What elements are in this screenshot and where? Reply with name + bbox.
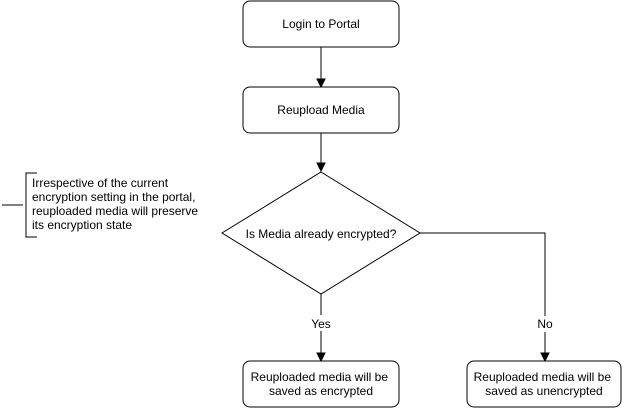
node-encrypted: Reuploaded media will be saved as encryp… [242, 360, 400, 408]
edge-decision-to-unencrypted: No [420, 232, 556, 363]
node-unencrypted-label: Reuploaded media will be saved as unencr… [474, 370, 615, 398]
annotation-line-1: Irrespective of the current [32, 176, 169, 190]
node-unencrypted-line-2: saved as unencrypted [485, 384, 602, 398]
annotation-line-2: encryption setting in the portal, [32, 190, 195, 204]
node-unencrypted-box [466, 360, 622, 408]
annotation-line-4: its encryption state [32, 218, 132, 232]
node-login-label: Login to Portal [282, 17, 359, 31]
annotation-bracket [2, 172, 37, 238]
edge-no-label: No [537, 317, 553, 331]
node-unencrypted-line-1: Reuploaded media will be [474, 370, 612, 384]
node-encrypted-line-2: saved as encrypted [269, 384, 373, 398]
node-reupload: Reupload Media [242, 86, 400, 134]
node-login: Login to Portal [242, 0, 400, 48]
annotation-line-3: reuploaded media will preserve [32, 204, 198, 218]
edge-no-arrow [540, 352, 550, 363]
edge-login-to-reupload [316, 47, 326, 89]
edge-decision-to-encrypted: Yes [308, 294, 334, 363]
edge-login-to-reupload-arrow [316, 78, 326, 89]
node-decision: Is Media already encrypted? [221, 171, 421, 295]
node-reupload-label: Reupload Media [277, 103, 365, 117]
node-encrypted-label: Reuploaded media will be saved as encryp… [251, 370, 392, 398]
annotation: Irrespective of the current encryption s… [2, 172, 201, 238]
edge-yes-arrow [316, 352, 326, 363]
edge-no-line [420, 232, 546, 354]
edge-reupload-to-decision-arrow [316, 162, 326, 173]
edge-no-label-bg [534, 316, 556, 332]
node-decision-label: Is Media already encrypted? [246, 227, 397, 241]
node-encrypted-box [242, 360, 400, 408]
edge-yes-label-bg [308, 315, 334, 331]
edge-reupload-to-decision [316, 133, 326, 173]
node-unencrypted: Reuploaded media will be saved as unencr… [466, 360, 622, 408]
edge-yes-label: Yes [311, 317, 331, 331]
annotation-text: Irrespective of the current encryption s… [32, 176, 201, 232]
node-encrypted-line-1: Reuploaded media will be [251, 370, 389, 384]
